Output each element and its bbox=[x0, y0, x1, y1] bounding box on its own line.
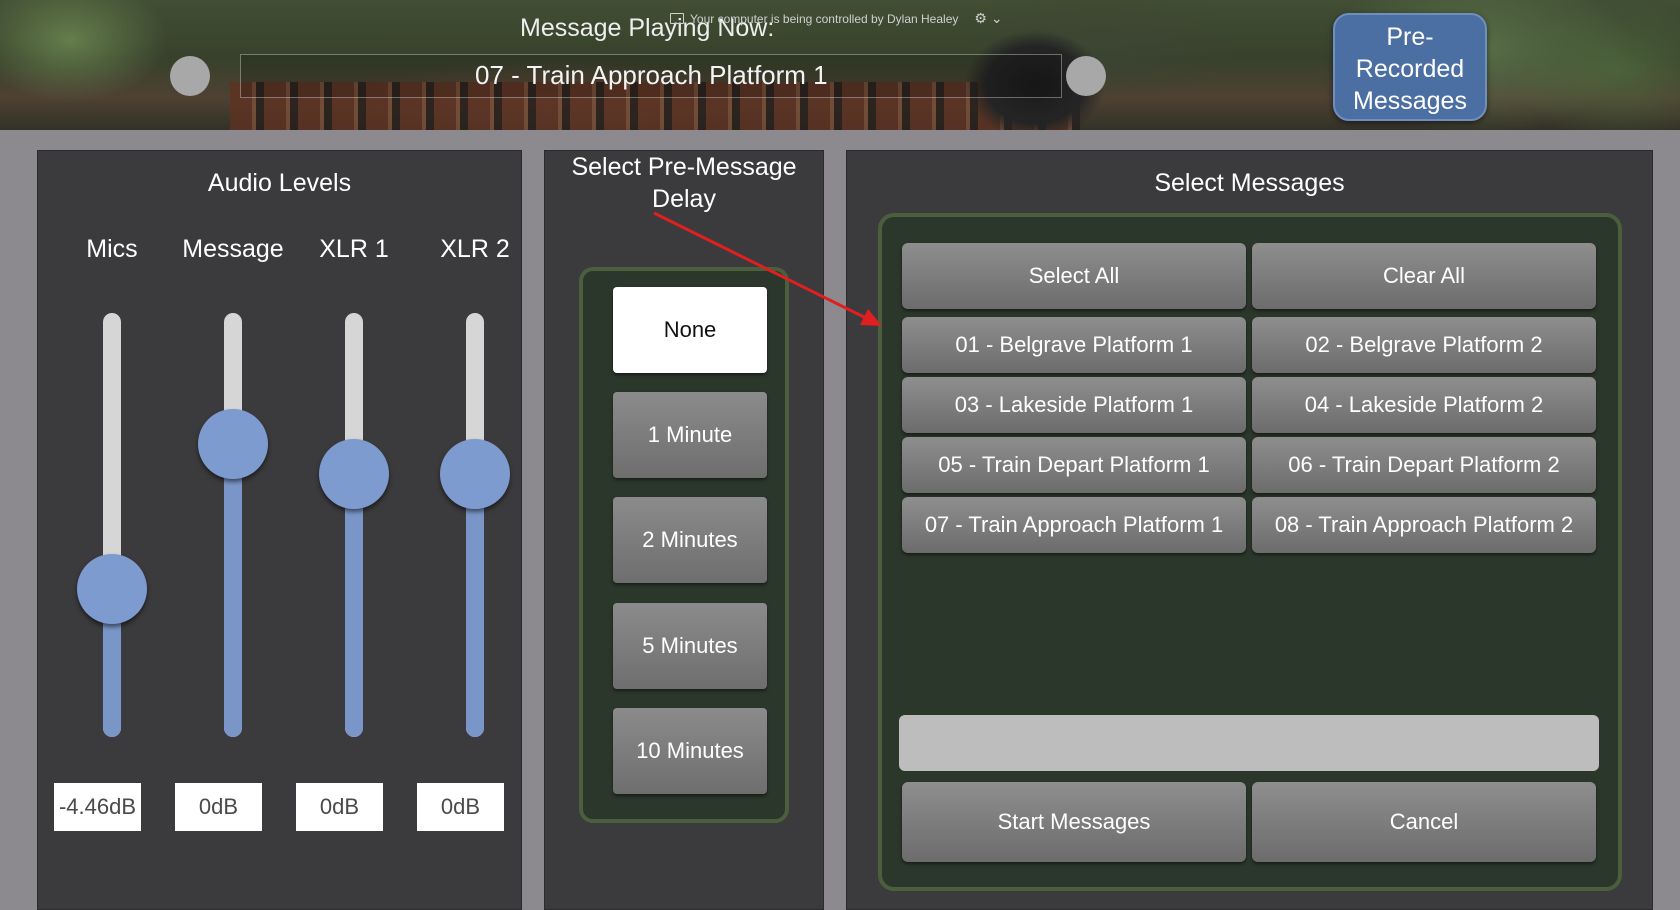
message-button-02[interactable]: 02 - Belgrave Platform 2 bbox=[1252, 317, 1596, 373]
remote-control-banner[interactable]: Your computer is being controlled by Dyl… bbox=[670, 10, 1003, 27]
pre-message-delay-panel: Select Pre-Message Delay None 1 Minute 2… bbox=[544, 150, 824, 910]
xlr1-fader-thumb[interactable] bbox=[319, 439, 389, 510]
message-button-06[interactable]: 06 - Train Depart Platform 2 bbox=[1252, 437, 1596, 493]
mics-fader[interactable] bbox=[103, 313, 121, 737]
message-progress-bar bbox=[899, 715, 1599, 771]
cancel-button[interactable]: Cancel bbox=[1252, 782, 1596, 862]
channel-label-message: Message bbox=[182, 235, 284, 263]
message-button-05[interactable]: 05 - Train Depart Platform 1 bbox=[902, 437, 1246, 493]
select-messages-title: Select Messages bbox=[1154, 169, 1345, 197]
mics-fader-thumb[interactable] bbox=[77, 553, 147, 624]
now-playing-text: 07 - Train Approach Platform 1 bbox=[475, 60, 828, 90]
xlr2-fader-thumb[interactable] bbox=[440, 439, 510, 510]
message-button-01[interactable]: 01 - Belgrave Platform 1 bbox=[902, 317, 1246, 373]
channel-label-xlr2: XLR 2 bbox=[440, 235, 510, 263]
annotation-arrow bbox=[653, 211, 882, 326]
left-knob[interactable] bbox=[170, 56, 210, 96]
header-banner: Message Playing Now: Your computer is be… bbox=[0, 0, 1680, 130]
delay-10-minutes-button[interactable]: 10 Minutes bbox=[613, 708, 767, 794]
delay-1-minute-button[interactable]: 1 Minute bbox=[613, 392, 767, 478]
delay-none-button[interactable]: None bbox=[613, 287, 767, 373]
message-button-04[interactable]: 04 - Lakeside Platform 2 bbox=[1252, 377, 1596, 433]
now-playing-field bbox=[240, 54, 1062, 98]
channel-label-mics: Mics bbox=[86, 235, 138, 263]
message-fader-thumb[interactable] bbox=[198, 409, 268, 480]
xlr2-db-value: 0dB bbox=[417, 783, 504, 831]
message-db-value: 0dB bbox=[175, 783, 262, 831]
prerecorded-messages-button[interactable]: Pre- Recorded Messages bbox=[1333, 13, 1487, 121]
channel-label-xlr1: XLR 1 bbox=[319, 235, 389, 263]
delay-title: Select Pre-Message Delay bbox=[571, 153, 797, 213]
message-button-03[interactable]: 03 - Lakeside Platform 1 bbox=[902, 377, 1246, 433]
delay-2-minutes-button[interactable]: 2 Minutes bbox=[613, 497, 767, 583]
messages-group: Select All Clear All 01 - Belgrave Platf… bbox=[878, 213, 1622, 891]
screen-share-icon bbox=[670, 13, 684, 24]
message-button-07[interactable]: 07 - Train Approach Platform 1 bbox=[902, 497, 1246, 553]
audio-levels-panel: Audio Levels Mics Message XLR 1 XLR 2 -4… bbox=[37, 150, 522, 910]
clear-all-button[interactable]: Clear All bbox=[1252, 243, 1596, 309]
xlr2-fader[interactable] bbox=[466, 313, 484, 737]
remote-control-text: Your computer is being controlled by Dyl… bbox=[690, 11, 959, 26]
xlr1-db-value: 0dB bbox=[296, 783, 383, 831]
select-messages-panel: Select Messages Select All Clear All 01 … bbox=[846, 150, 1653, 910]
banner-train-image bbox=[230, 82, 1080, 130]
start-messages-button[interactable]: Start Messages bbox=[902, 782, 1246, 862]
gear-icon[interactable]: ⚙ ⌄ bbox=[974, 10, 1003, 26]
audio-levels-title: Audio Levels bbox=[207, 169, 352, 197]
xlr1-fader[interactable] bbox=[345, 313, 363, 737]
delay-5-minutes-button[interactable]: 5 Minutes bbox=[613, 603, 767, 689]
playing-label: Message Playing Now: bbox=[520, 14, 775, 42]
message-button-08[interactable]: 08 - Train Approach Platform 2 bbox=[1252, 497, 1596, 553]
delay-options-group: None 1 Minute 2 Minutes 5 Minutes 10 Min… bbox=[579, 267, 789, 823]
select-all-button[interactable]: Select All bbox=[902, 243, 1246, 309]
right-knob[interactable] bbox=[1066, 56, 1106, 96]
mics-db-value: -4.46dB bbox=[54, 783, 141, 831]
message-fader[interactable] bbox=[224, 313, 242, 737]
